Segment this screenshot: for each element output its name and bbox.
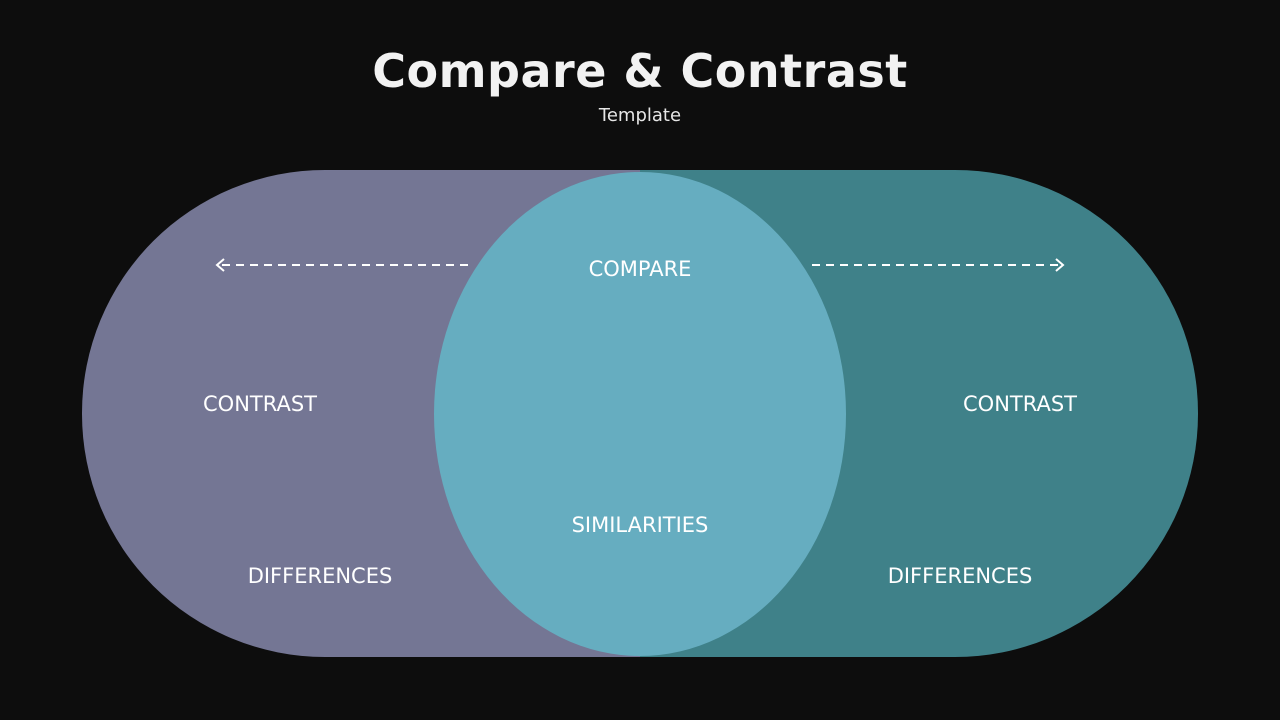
left-contrast-label: CONTRAST [203, 392, 317, 416]
similarities-label: SIMILARITIES [571, 513, 709, 537]
left-arrow-icon [215, 258, 468, 272]
page-title: Compare & Contrast [372, 44, 908, 98]
left-differences-label: DIFFERENCES [247, 564, 393, 588]
compare-label: COMPARE [588, 257, 692, 281]
right-arrow-icon [812, 258, 1065, 272]
right-differences-label: DIFFERENCES [887, 564, 1033, 588]
center-compare-circle [434, 172, 846, 656]
page-subtitle: Template [598, 105, 682, 126]
right-contrast-label: CONTRAST [963, 392, 1077, 416]
